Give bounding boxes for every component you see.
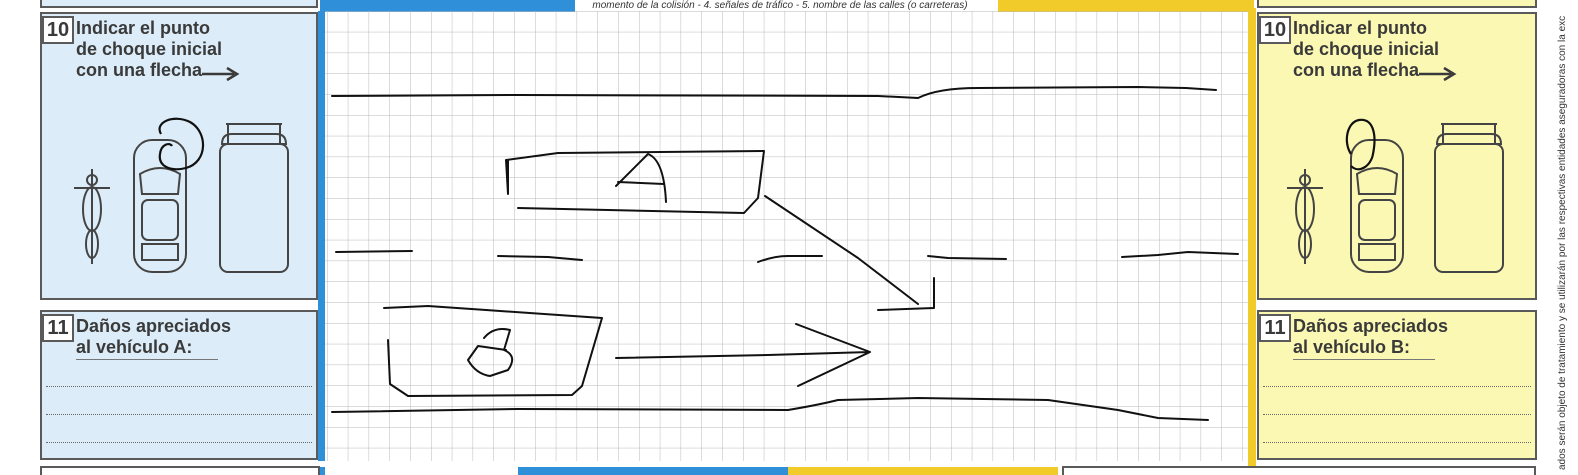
car-icon: [1350, 139, 1404, 273]
bottom-border-b: [1062, 466, 1536, 475]
title-underline: [76, 359, 218, 360]
truck-icon: [219, 123, 289, 273]
damage-panel-b: 11 Daños apreciados al vehículo B:: [1257, 310, 1537, 460]
truck-icon: [1434, 123, 1504, 273]
impact-point-title: Indicar el punto de choque inicial con u…: [1293, 18, 1440, 80]
damage-line[interactable]: [1263, 414, 1531, 415]
impact-mark-circle: [158, 117, 205, 171]
road-edge-top: [331, 86, 1217, 99]
accident-sketch-area[interactable]: A B: [318, 8, 1258, 475]
section-number: 10: [42, 16, 74, 44]
vehicle-diagrams-b[interactable]: [1285, 114, 1515, 284]
lane-dash: [335, 250, 413, 253]
lane-dash: [1121, 251, 1239, 258]
vehicle-b-letter: [467, 328, 514, 377]
damage-line[interactable]: [46, 442, 312, 443]
car-icon: [133, 139, 187, 273]
hand-drawing: [331, 86, 1239, 421]
instructions-caption: momento de la colisión - 4. señales de t…: [592, 0, 968, 11]
section-number: 11: [42, 314, 74, 342]
lane-dash: [927, 255, 1007, 260]
arrow-right-icon: [1419, 66, 1457, 82]
impact-point-title: Indicar el punto de choque inicial con u…: [76, 18, 223, 80]
damage-line[interactable]: [46, 414, 312, 415]
bottom-border-a: [40, 466, 320, 475]
top-border-a: [40, 0, 318, 8]
vehicle-a-arrow: [764, 195, 935, 311]
vehicle-b-arrow: [615, 323, 871, 387]
arrow-right-icon: [202, 66, 240, 82]
damage-title: Daños apreciados al vehículo B:: [1293, 316, 1449, 357]
damage-panel-a: 11 Daños apreciados al vehículo A:: [40, 310, 318, 460]
motorcycle-icon: [1287, 169, 1323, 264]
impact-point-panel-a: 10 Indicar el punto de choque inicial co…: [40, 12, 318, 300]
damage-line[interactable]: [1263, 386, 1531, 387]
vehicle-a-sketch: [505, 150, 765, 214]
side-note-text: ados serán objeto de tratamiento y se ut…: [1557, 15, 1568, 470]
vehicle-diagrams-a[interactable]: [62, 114, 292, 284]
bottom-strip-a: [518, 467, 788, 475]
top-border-b: [1257, 0, 1537, 8]
top-strip-a: [320, 0, 575, 12]
section-number: 11: [1259, 314, 1291, 342]
lane-dash: [757, 255, 823, 263]
bottom-strip-b: [788, 467, 1058, 475]
sketch-border-b: [1248, 8, 1256, 466]
road-edge-bottom: [331, 397, 1209, 421]
top-strip-b: [998, 0, 1254, 12]
vehicle-b-sketch: [383, 305, 603, 397]
title-underline: [1293, 359, 1435, 360]
impact-point-panel-b: 10 Indicar el punto de choque inicial co…: [1257, 12, 1537, 300]
motorcycle-icon: [74, 169, 110, 264]
impact-mark-circle: [1345, 118, 1376, 171]
lane-dash: [497, 255, 583, 261]
damage-line[interactable]: [1263, 442, 1531, 443]
side-note: ados serán objeto de tratamiento y se ut…: [1537, 0, 1578, 475]
damage-line[interactable]: [46, 386, 312, 387]
sketch-border-a: [318, 11, 325, 475]
vehicle-a-letter: [615, 153, 667, 203]
damage-title: Daños apreciados al vehículo A:: [76, 316, 232, 357]
section-number: 10: [1259, 16, 1291, 44]
